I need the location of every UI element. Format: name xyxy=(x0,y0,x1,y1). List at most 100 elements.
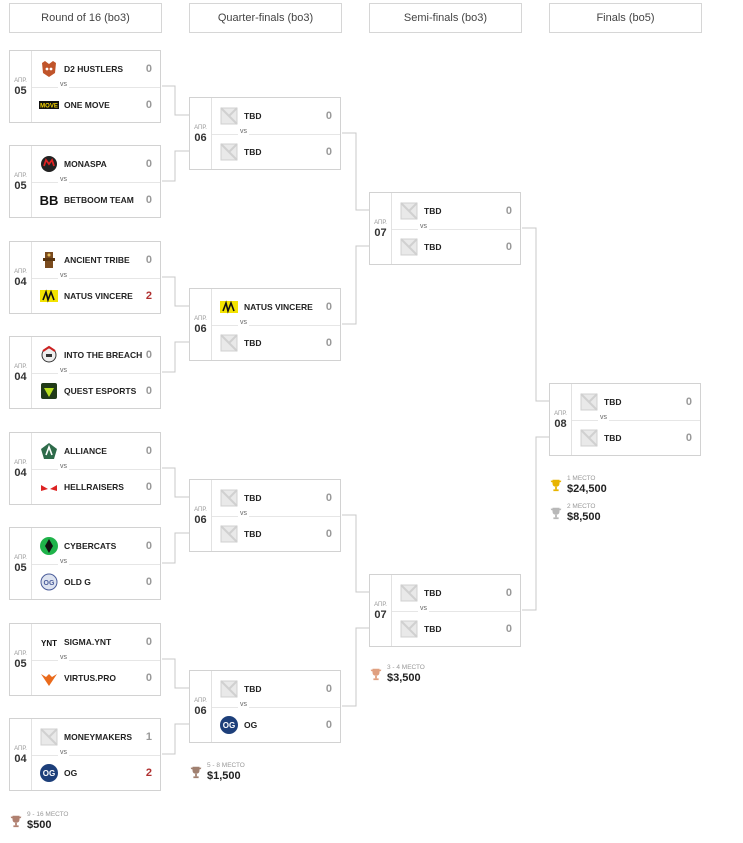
prize-item: 2 МЕСТО$8,500 xyxy=(549,503,601,523)
vs-label: vs xyxy=(58,81,69,88)
placeholder-logo-icon xyxy=(219,106,239,126)
prize-amount: $1,500 xyxy=(207,770,241,782)
team-score: 0 xyxy=(145,576,152,588)
team-name: TBD xyxy=(244,111,262,121)
header-round-of-16: Round of 16 (bo3) xyxy=(9,3,162,33)
match-month: АПР. xyxy=(374,601,387,608)
team-row[interactable]: TBD 0 xyxy=(392,193,520,230)
team-logo xyxy=(38,440,60,462)
placeholder-logo-icon xyxy=(399,201,419,221)
team-score: 1 xyxy=(145,731,152,743)
team-name: TBD xyxy=(244,147,262,157)
team-score: 0 xyxy=(325,528,332,540)
team-score: 0 xyxy=(145,672,152,684)
team-logo xyxy=(218,105,240,127)
team-name: QUEST ESPORTS xyxy=(64,386,137,396)
vs-label: vs xyxy=(58,558,69,565)
match-day: 06 xyxy=(194,513,207,526)
vp-logo-icon xyxy=(41,674,57,686)
prize-item: 5 - 8 МЕСТО$1,500 xyxy=(189,762,245,782)
team-name: NATUS VINCERE xyxy=(244,302,313,312)
placeholder-logo-icon xyxy=(219,524,239,544)
team-score: 0 xyxy=(145,481,152,493)
vs-label: vs xyxy=(58,749,69,756)
team-score: 0 xyxy=(505,205,512,217)
team-logo xyxy=(38,667,60,689)
team-logo xyxy=(38,249,60,271)
team-name: TBD xyxy=(424,588,442,598)
team-name: D2 HUSTLERS xyxy=(64,64,124,74)
match-day: 05 xyxy=(14,84,27,97)
team-name: TBD xyxy=(424,206,442,216)
placeholder-logo-icon xyxy=(219,488,239,508)
team-logo xyxy=(218,523,240,545)
match-day: 04 xyxy=(14,466,27,479)
header-quarter-finals: Quarter-finals (bo3) xyxy=(189,3,342,33)
team-name: TBD xyxy=(604,433,622,443)
team-logo xyxy=(38,476,60,498)
itb-logo-icon xyxy=(41,345,57,363)
team-name: ONE MOVE xyxy=(64,100,110,110)
team-logo xyxy=(398,582,420,604)
team-logo xyxy=(38,380,60,402)
team-name: OLD G xyxy=(64,577,91,587)
svg-text:BB: BB xyxy=(40,193,59,208)
quest-logo-icon xyxy=(41,383,57,399)
vs-label: vs xyxy=(418,605,429,612)
hellraisers-logo-icon xyxy=(41,485,57,491)
team-logo xyxy=(218,141,240,163)
vs-label: vs xyxy=(598,414,609,421)
match-date: АПР.06 xyxy=(190,671,212,742)
placeholder-logo-icon xyxy=(399,583,419,603)
match-day: 05 xyxy=(14,657,27,670)
match-month: АПР. xyxy=(14,554,27,561)
match-date: АПР.08 xyxy=(550,384,572,455)
prize-item: 9 - 16 МЕСТО$500 xyxy=(9,811,68,831)
prize-item: 3 - 4 МЕСТО$3,500 xyxy=(369,664,425,684)
